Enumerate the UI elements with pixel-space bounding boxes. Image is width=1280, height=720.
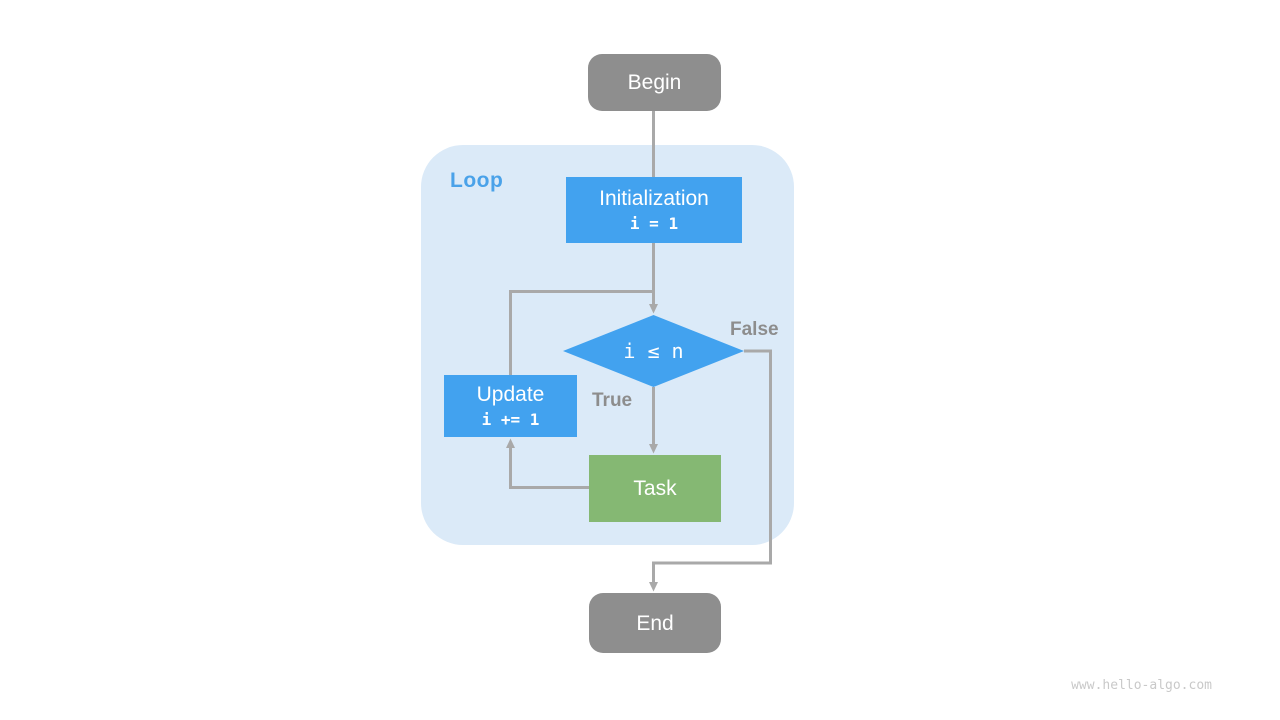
loop-label: Loop bbox=[450, 169, 504, 192]
true-branch-label: True bbox=[592, 390, 633, 411]
begin-node-label: Begin bbox=[627, 71, 682, 94]
begin-node: Begin bbox=[588, 54, 721, 111]
update-node: Update i += 1 bbox=[444, 375, 577, 437]
end-node: End bbox=[589, 593, 721, 653]
connector-condition-false-to-end bbox=[649, 349, 772, 592]
connector-update-to-condition bbox=[509, 290, 652, 375]
condition-node-label: i ≤ n bbox=[623, 339, 684, 363]
task-node-label: Task bbox=[633, 477, 677, 500]
initialization-node: Initialization i = 1 bbox=[566, 177, 742, 243]
update-node-code: i += 1 bbox=[481, 409, 540, 429]
update-node-label: Update bbox=[476, 382, 545, 406]
task-node: Task bbox=[589, 455, 721, 522]
initialization-node-label: Initialization bbox=[599, 186, 709, 210]
initialization-node-code: i = 1 bbox=[629, 213, 679, 233]
end-node-label: End bbox=[636, 611, 674, 635]
connector-task-to-update bbox=[506, 438, 589, 489]
false-branch-label: False bbox=[730, 319, 779, 340]
watermark-text: www.hello-algo.com bbox=[1071, 678, 1212, 693]
